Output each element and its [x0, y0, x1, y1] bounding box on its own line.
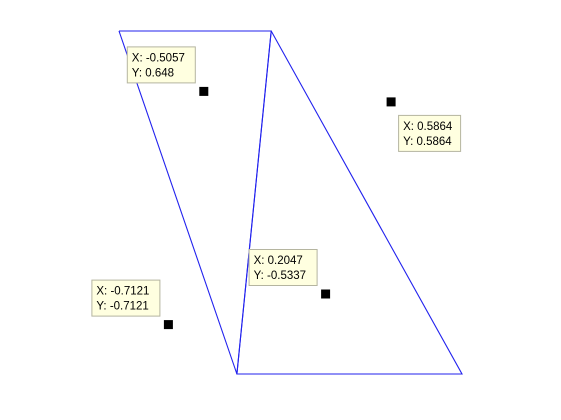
datatip-y-label: Y: -0.7121 — [96, 301, 148, 313]
point-markers — [163, 86, 396, 330]
datatip-marker-4[interactable] — [163, 320, 173, 330]
datatip-marker-3[interactable] — [321, 289, 331, 299]
triangle-edge-2 — [236, 30, 463, 375]
datatip-x-label: X: 0.2047 — [254, 255, 303, 267]
triangle-edges — [118, 30, 463, 375]
datatip-4[interactable]: X: -0.7121 Y: -0.7121 — [91, 279, 161, 317]
datatip-box — [248, 249, 318, 286]
datatip-1[interactable]: X: -0.5057 Y: 0.648 — [126, 46, 196, 84]
datatip-y-label: Y: 0.648 — [132, 67, 174, 79]
datatip-y-label: Y: -0.5337 — [254, 270, 306, 282]
datatip-x-label: X: -0.5057 — [132, 52, 185, 64]
datatip-marker-2[interactable] — [386, 97, 396, 107]
datatip-box — [126, 46, 196, 84]
datatip-x-label: X: -0.7121 — [96, 286, 149, 298]
datatip-x-label: X: 0.5864 — [403, 121, 453, 133]
datatip-2[interactable]: X: 0.5864 Y: 0.5864 — [398, 114, 462, 152]
datatip-3[interactable]: X: 0.2047 Y: -0.5337 — [248, 249, 318, 286]
datatip-marker-1[interactable] — [199, 86, 209, 96]
datatip-box — [398, 114, 462, 152]
datatip-box — [91, 279, 161, 317]
datatip-y-label: Y: 0.5864 — [403, 136, 452, 148]
